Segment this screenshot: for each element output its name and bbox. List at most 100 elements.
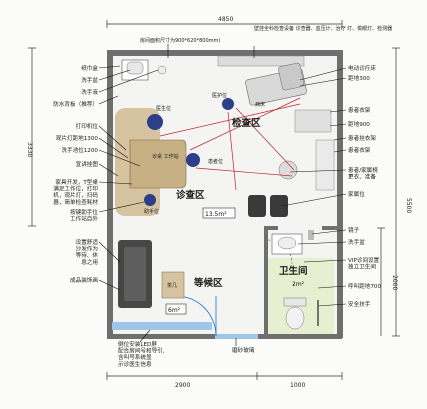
- leader-left-1: [98, 65, 121, 69]
- label-doctor-desk: 诊桌 工作站: [152, 153, 179, 160]
- callout-right-12: 呼叫距地700: [348, 282, 381, 290]
- callout-right-5: 患者挂衣架: [348, 134, 376, 142]
- dim-top-total: 4850: [218, 16, 233, 23]
- leader-right-11: [303, 259, 347, 263]
- leader-left-7: [98, 149, 141, 167]
- led-display-strip: [112, 322, 212, 330]
- zone-waiting-label: 等候区: [193, 277, 223, 289]
- leader-right-13: [317, 303, 347, 307]
- leader-right-3: [329, 109, 347, 113]
- callout-right-13: 安全扶手: [348, 300, 371, 308]
- callout-left-2: 洗手盆: [81, 76, 98, 84]
- leader-left-4: [98, 95, 119, 105]
- waiting-area: 6m²: [168, 307, 181, 314]
- callout-right-6: 患者衣架: [348, 146, 371, 154]
- leader-right-6: [333, 149, 347, 153]
- frosted-glass-panel: [215, 334, 258, 339]
- callout-left-1: 纸巾盒: [81, 64, 98, 72]
- leader-right-8: [281, 193, 347, 207]
- doctor-figure-icon: [147, 114, 163, 130]
- assistant-figure-icon: [144, 194, 156, 206]
- callout-bottom-led: 倒位安装LED屏配合房间号和导引,含叫号系统显示诊医生信息: [118, 340, 165, 368]
- dim-bottom-right: 1000: [290, 382, 305, 389]
- walls: [107, 50, 343, 339]
- callout-left-12: 成品装饰画: [70, 276, 98, 284]
- callout-right-8: 家属位: [348, 190, 365, 198]
- callout-left-8: 宣讲挂图: [76, 160, 99, 168]
- leader-right-12: [317, 285, 347, 289]
- callout-right-11: VIP诊间设置独立卫生间: [348, 256, 380, 271]
- label-assistant-seat: 助手位: [144, 208, 159, 215]
- callout-right-9: 镜子: [348, 226, 360, 234]
- leader-right-5: [333, 137, 347, 141]
- toilet-tank: [283, 297, 307, 307]
- movement-arrows: [159, 97, 301, 191]
- callout-right-4: 距地900: [348, 120, 370, 128]
- zone-toilet-label: 卫生间: [279, 265, 308, 277]
- label-patient-seat: 患者位: [208, 158, 223, 165]
- leader-right-10: [297, 241, 347, 245]
- callout-right-1: 电动诊疗床: [348, 64, 376, 72]
- zone-consult-label: 诊查区: [176, 189, 205, 201]
- toilet-sink: [277, 236, 297, 250]
- leader-right-9: [311, 229, 347, 235]
- label-coffee-table: 茶几: [167, 282, 177, 289]
- leader-left-11: [98, 241, 121, 263]
- leader-left-2: [98, 69, 131, 81]
- callout-right-7: 患者/家属椅更衣、准备: [348, 166, 378, 181]
- callout-left-7: 洗手池位1200: [61, 146, 98, 154]
- family-chair-1: [248, 195, 266, 217]
- callout-left-3: 洗手液: [81, 88, 98, 96]
- waiting-area-box: [165, 303, 187, 315]
- callout-bottom-glass: 磨砂玻璃: [232, 346, 255, 354]
- callout-left-4: 防水背板（推荐）: [53, 100, 98, 108]
- wall-mounted-exam-equipment: [217, 55, 305, 67]
- leader-right-1: [299, 67, 347, 81]
- bottom-callouts: 倒位安装LED屏配合房间号和导引,含叫号系统显示诊医生信息 磨砂玻璃: [118, 329, 255, 368]
- nurse-figure-icon: [222, 98, 234, 110]
- patient-figure-icon: [186, 153, 200, 167]
- doctor-t-desk: [129, 139, 187, 189]
- exam-bed: [245, 62, 307, 106]
- zone-exam-label: 检查区: [232, 117, 261, 129]
- leader-bottom-led: [139, 329, 151, 343]
- leader-left-9: [98, 181, 133, 185]
- callout-top-room-size: 房间面积尺寸为900*620*800mm): [140, 37, 220, 44]
- callout-left-6: 观片灯距地1300: [56, 134, 99, 142]
- callout-right-2: 距地300: [348, 74, 370, 82]
- callout-left-5: 打印机位: [76, 122, 99, 130]
- callout-left-10: 按键助手位工作站自外: [70, 208, 98, 223]
- dim-bottom-left: 2900: [175, 382, 190, 389]
- dim-right-total: 5500: [405, 198, 412, 213]
- wash-basin: [126, 61, 144, 75]
- leader-left-6: [98, 137, 129, 159]
- leader-right-7: [289, 169, 347, 173]
- toilet-bowl: [285, 306, 305, 330]
- leader-left-5: [98, 125, 127, 151]
- toilet-area: 2m²: [292, 281, 305, 288]
- leader-right-2: [299, 77, 347, 87]
- callout-top-equipment: 壁挂全科检查设备 诊查器、血压计、治疗 灯、檢眼灯、检测器: [254, 25, 392, 32]
- label-doctor-seat: 医生位: [156, 105, 171, 112]
- main-area-box: [202, 207, 236, 219]
- label-bed: 病床: [255, 101, 265, 108]
- mirror: [308, 230, 314, 240]
- leader-left-3: [98, 69, 159, 93]
- leader-left-12: [98, 279, 121, 291]
- equipment-cabinet: [294, 109, 332, 133]
- callout-right-10: 洗手盆: [348, 238, 365, 246]
- soap-dispenser: [157, 65, 167, 75]
- sofa-cushion: [124, 247, 146, 301]
- leader-left-10: [98, 201, 145, 213]
- main-area: 13.5m²: [205, 211, 227, 218]
- leader-right-4: [329, 123, 347, 127]
- coat-rack: [315, 139, 335, 191]
- coffee-table: [161, 271, 185, 299]
- dim-left-upper: 3330: [26, 142, 33, 157]
- callout-left-9: 家具开发，T型桌满足工作位，打印机，观片灯，扫码器，简单检查耗材: [53, 178, 98, 206]
- label-nurse-seat: 医护位: [212, 92, 227, 99]
- dim-right-lower: 2000: [391, 275, 398, 290]
- patient-stool: [278, 160, 298, 180]
